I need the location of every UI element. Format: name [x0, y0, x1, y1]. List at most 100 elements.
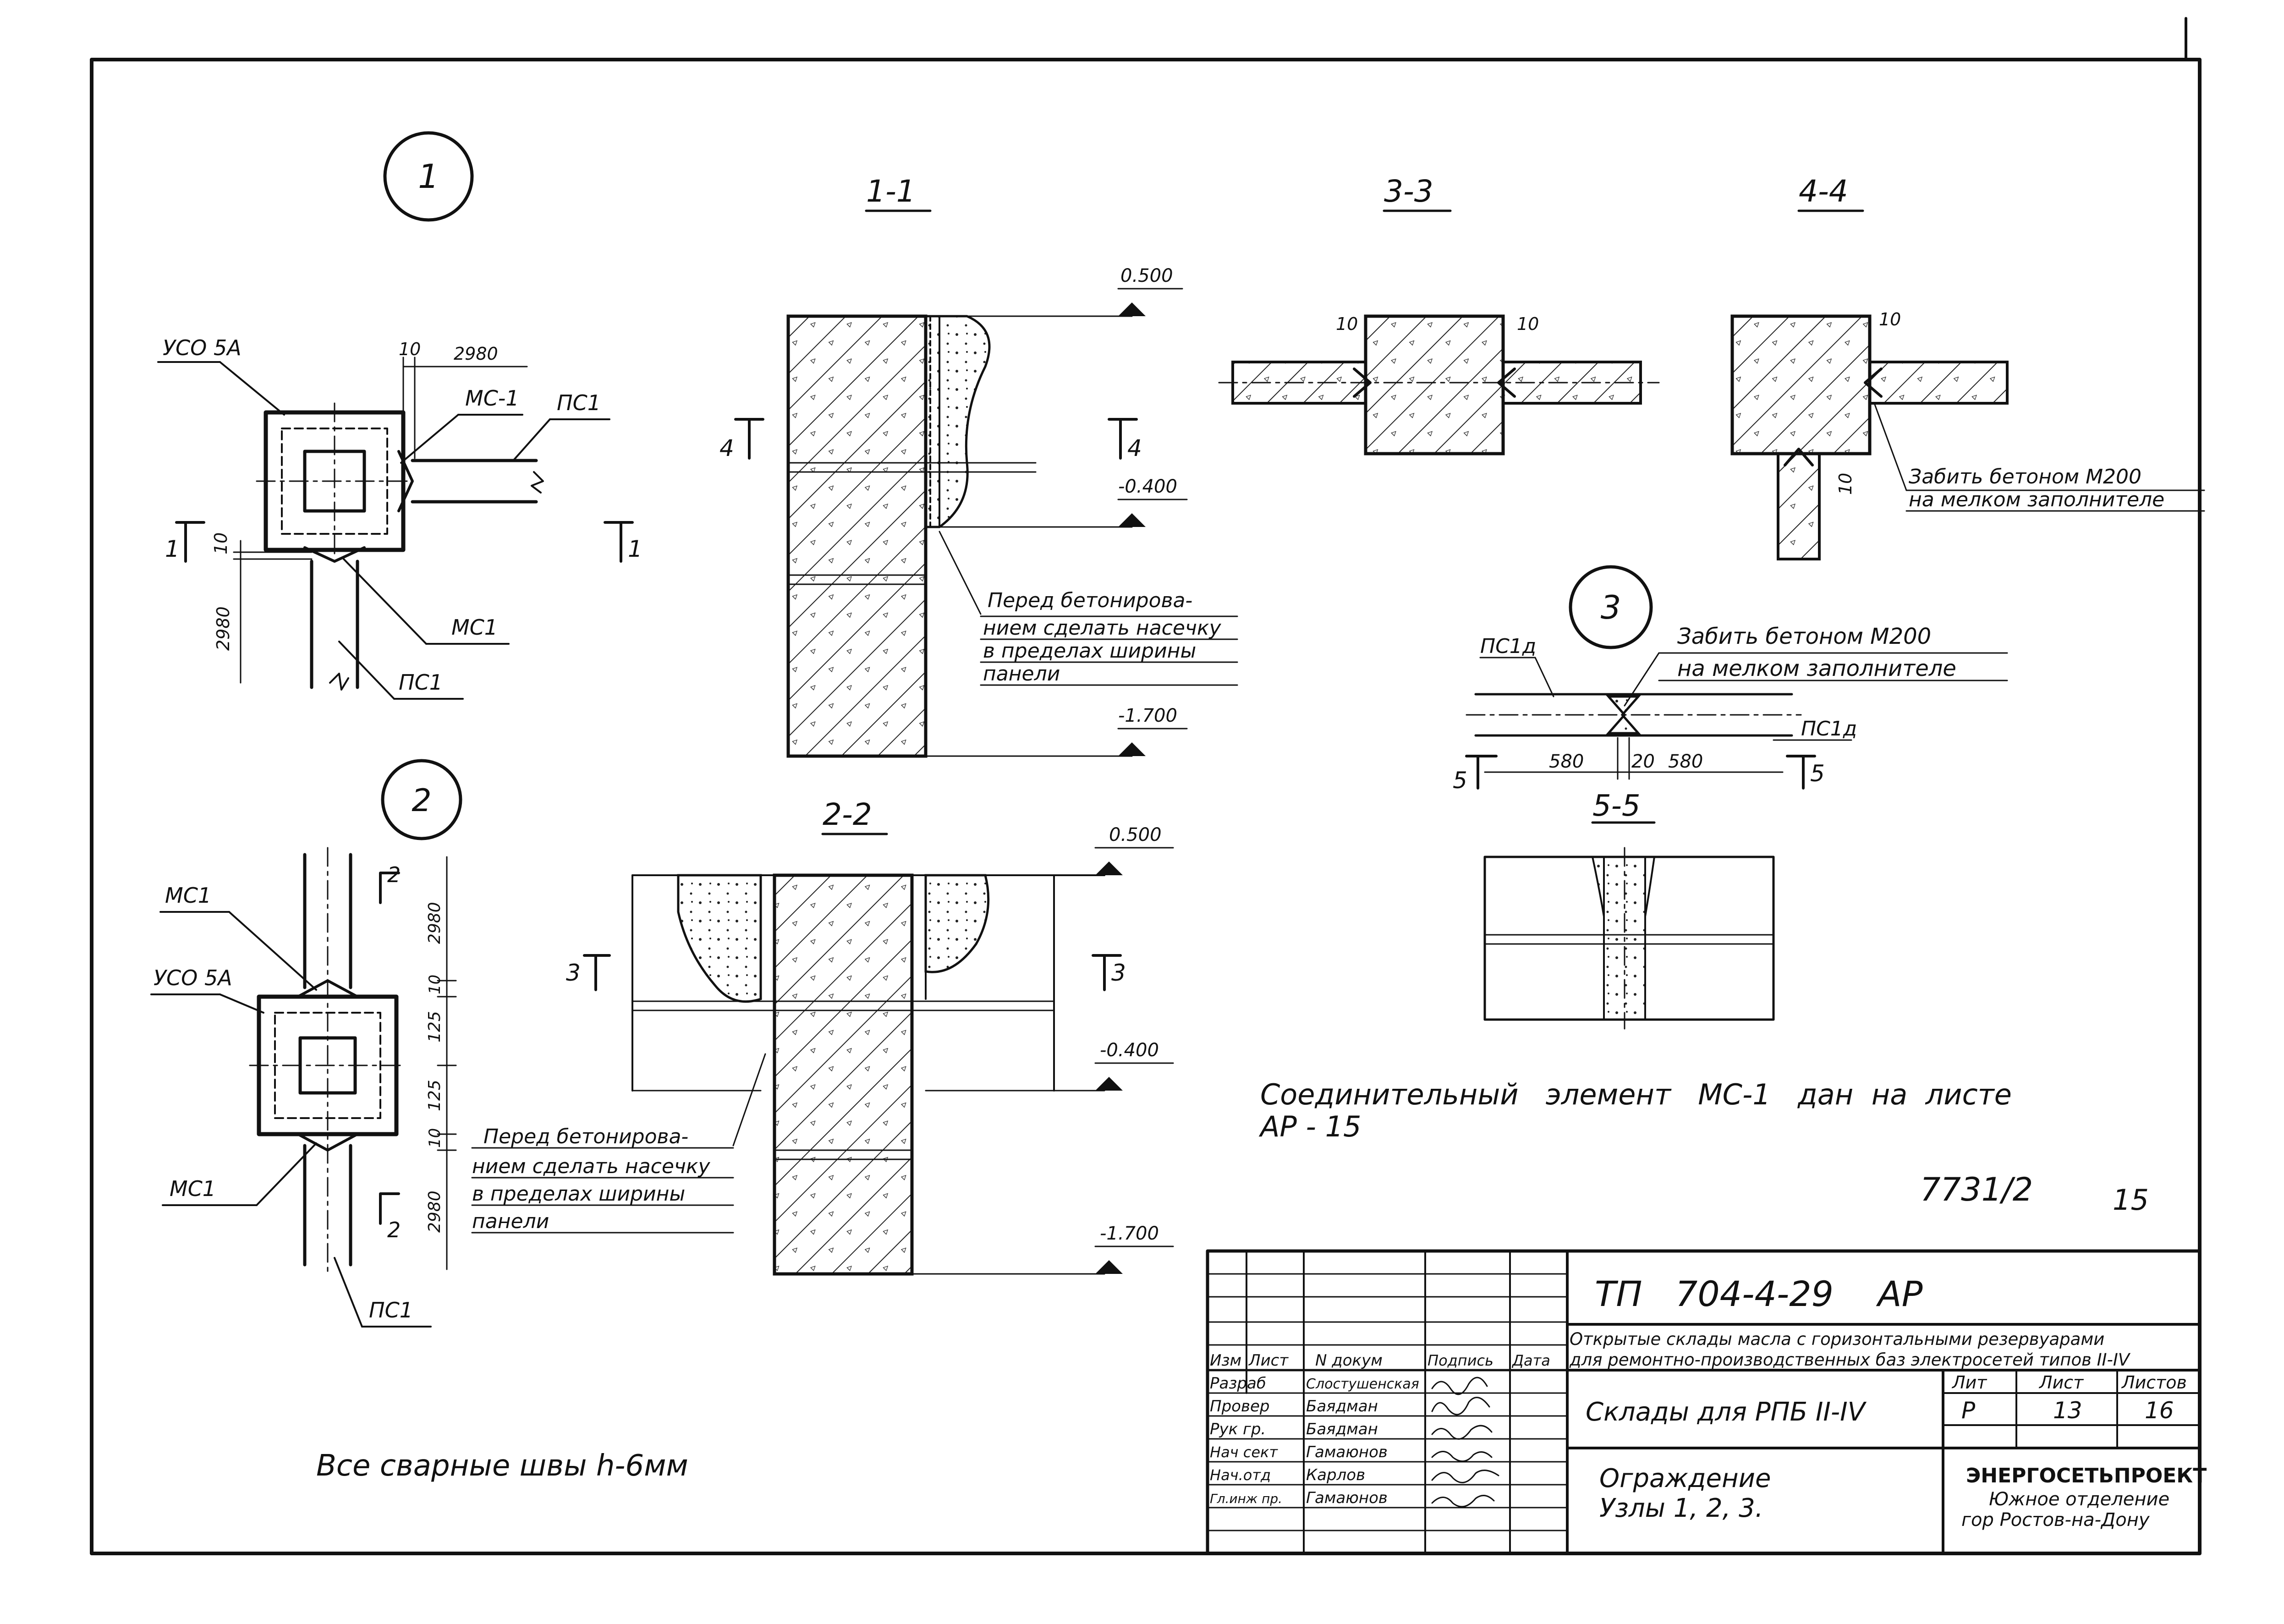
node-2-mc-bottom: МС1: [170, 1176, 216, 1201]
tb-object: Склады для РПБ II-IV: [1586, 1397, 1867, 1427]
node-2-number: 2: [412, 783, 431, 819]
section-2-2-title: 2-2: [823, 797, 872, 832]
doc-number: 7731/2: [1920, 1171, 2033, 1208]
tb-stage-list: 13: [2053, 1397, 2082, 1424]
tb-org-0: ЭНЕРГОСЕТЬПРОЕКТ: [1966, 1464, 2207, 1487]
title-block: Изм Лист N докум Подпись Дата Разраб Сло…: [1206, 1249, 2207, 1555]
tb-header-ndok: N докум: [1315, 1351, 1383, 1370]
node-1-dim-2980-left: 2980: [213, 606, 233, 651]
section-4-4-dim-bottom: 10: [1835, 473, 1856, 495]
section-3-3: 3-3 10 10: [1218, 174, 1660, 455]
node-3-marker: [1569, 565, 1653, 649]
tb-name-2: Баядман: [1306, 1420, 1378, 1438]
node-2: 2 МС1 УСО 5А МС1 ПС1 2 2 2980: [150, 759, 462, 1328]
node-3-dim-mid: 20: [1631, 751, 1655, 772]
node-1-cut-left: 1: [165, 536, 180, 562]
node-3-number: 3: [1601, 589, 1621, 626]
section-2-2: 2-2 0.500 -0.400 -1.700 3 3 Перед бето: [471, 797, 1174, 1276]
node-1: 1 УСО 5А МС-1 ПС1 МС1 ПС1: [157, 131, 642, 700]
node-3-note-1: Забить бетоном М200: [1677, 624, 1931, 649]
node-2-marker: [381, 759, 462, 840]
tb-role-0: Разраб: [1210, 1374, 1266, 1393]
tb-drawing-title-1: Ограждение: [1599, 1464, 1771, 1493]
section-3-3-column: [1364, 314, 1505, 455]
tb-header-listov: Листов: [2121, 1372, 2187, 1393]
section-3-3-title: 3-3: [1384, 174, 1433, 209]
node-1-cut-right: 1: [628, 536, 642, 562]
tb-name-5: Гамаюнов: [1306, 1489, 1388, 1507]
node-2-dim-2: 125: [425, 1011, 444, 1042]
tb-drawing-title-2: Узлы 1, 2, 3.: [1599, 1493, 1763, 1523]
section-1-1-column-fill: [786, 314, 928, 758]
welds-note: Все сварные швы h-6мм: [316, 1449, 688, 1483]
section-1-1-note-0: Перед бетонирова-: [988, 589, 1192, 612]
node-1-marker: [383, 131, 474, 222]
tb-role-2: Рук гр.: [1210, 1420, 1266, 1438]
tb-header-lit: Лит: [1951, 1372, 1988, 1393]
tb-header-data: Дата: [1511, 1352, 1550, 1369]
section-2-2-note-0: Перед бетонирова-: [483, 1125, 688, 1148]
connector-note-line2: АР - 15: [1258, 1110, 1361, 1143]
node-1-number: 1: [418, 157, 439, 196]
node-1-mc-upper: МС-1: [465, 386, 519, 411]
section-2-2-note-3: панели: [472, 1210, 549, 1233]
section-4-4-note-2: на мелком заполнителе: [1909, 488, 2164, 511]
section-1-1-title: 1-1: [866, 174, 916, 209]
node-1-dim-10-top: 10: [399, 339, 421, 359]
node-3-pc-left: ПС1д: [1480, 635, 1536, 658]
node-3-pc-right: ПС1д: [1801, 717, 1857, 741]
section-1-1-note-2: в пределах ширины: [983, 639, 1196, 663]
tb-org-2: гор Ростов-на-Дону: [1961, 1509, 2150, 1531]
tb-description-1: Открытые склады масла с горизонтальными …: [1570, 1329, 2104, 1349]
section-3-3-dim-right: 10: [1517, 314, 1539, 334]
node-2-mc-top: МС1: [165, 883, 211, 908]
node-3-note-2: на мелком заполнителе: [1677, 656, 1956, 681]
section-2-2-elev-mid: -0.400: [1100, 1040, 1159, 1061]
section-1-1-elev-bot: -1.700: [1118, 705, 1177, 726]
tb-stage-lit: Р: [1961, 1397, 1976, 1424]
node-3-dim-right: 580: [1668, 751, 1703, 772]
section-5-5-title: 5-5: [1592, 789, 1641, 823]
section-1-1-cut-right: 4: [1127, 435, 1142, 461]
section-2-2-elev-top: 0.500: [1109, 824, 1162, 845]
node-1-dim-10-left: 10: [211, 532, 231, 554]
section-4-4: 4-4 10 10 Забить бетоном М200 на мелком …: [1730, 174, 2205, 560]
node-1-mc-lower: МС1: [451, 615, 498, 640]
tb-role-5: Гл.инж пр.: [1210, 1491, 1282, 1506]
tb-name-3: Гамаюнов: [1306, 1443, 1388, 1461]
section-2-2-column-fill: [773, 873, 914, 1276]
section-2-2-elev-bot: -1.700: [1100, 1223, 1159, 1244]
tb-stage-listov: 16: [2145, 1397, 2174, 1424]
node-3-dim-left: 580: [1549, 751, 1584, 772]
section-1-1-elev-top: 0.500: [1120, 265, 1173, 286]
node-2-cut-bottom: 2: [387, 1218, 401, 1242]
tb-code: ТП 704-4-29 АР: [1595, 1273, 1923, 1314]
section-2-2-note-2: в пределах ширины: [472, 1182, 685, 1206]
page-number: 15: [2113, 1183, 2149, 1217]
node-3-cut-right: 5: [1810, 760, 1825, 787]
node-2-dim-0: 2980: [425, 902, 444, 944]
connector-note-line1: Соединительный элемент МС-1 дан на листе: [1260, 1078, 2012, 1111]
node-2-dim-5: 2980: [425, 1191, 444, 1233]
section-4-4-dim-top: 10: [1879, 309, 1901, 329]
section-3-3-dim-left: 10: [1336, 314, 1358, 334]
section-1-1-note-1: нием сделать насечку: [983, 616, 1221, 640]
section-1-1-elev-mid: -0.400: [1118, 476, 1177, 497]
node-2-dim-3: 125: [425, 1080, 444, 1111]
node-1-pc-right: ПС1: [557, 390, 601, 415]
section-2-2-cut-left: 3: [566, 960, 581, 986]
tb-role-4: Нач.отд: [1210, 1466, 1271, 1484]
node-1-dim-2980-top: 2980: [454, 344, 498, 364]
section-2-2-cut-right: 3: [1111, 960, 1126, 986]
signatures: [1431, 1377, 1499, 1508]
section-1-1: 1-1 0.500 -0.400 -1.700 4 4 Перед бетони…: [719, 174, 1238, 758]
node-2-dim-1: 10: [426, 975, 444, 994]
tb-name-4: Карлов: [1306, 1466, 1365, 1484]
node-2-pc-bottom: ПС1: [369, 1298, 413, 1322]
tb-role-3: Нач сект: [1210, 1443, 1278, 1461]
tb-header-podpis: Подпись: [1428, 1352, 1493, 1369]
node-2-dim-4: 10: [426, 1128, 444, 1148]
section-4-4-note-1: Забить бетоном М200: [1909, 465, 2141, 488]
tb-header-list: Лист: [1248, 1351, 1289, 1370]
